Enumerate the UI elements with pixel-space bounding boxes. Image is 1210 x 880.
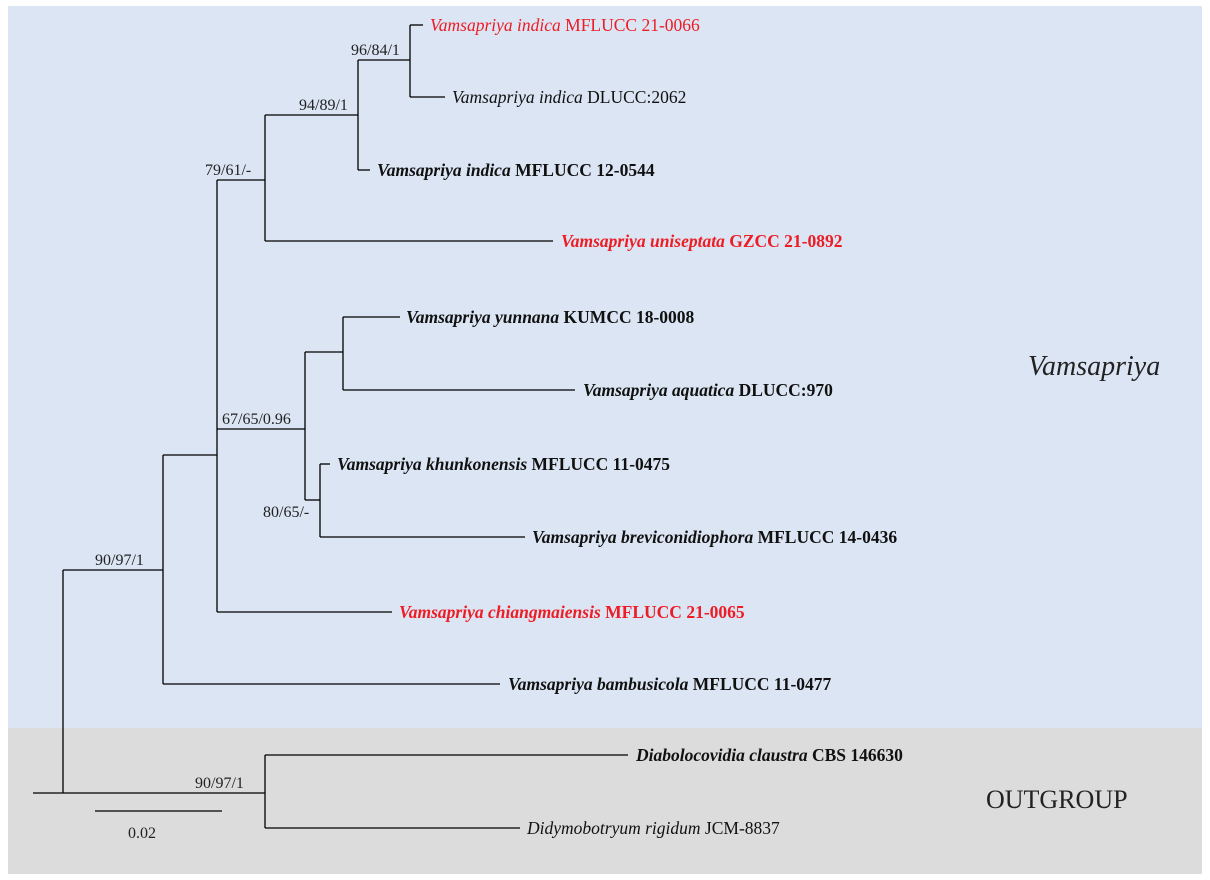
strain-id: DLUCC:970 [739,380,834,400]
strain-id: MFLUCC 21-0065 [605,602,745,622]
species-name: Vamsapriya chiangmaiensis [399,602,601,622]
outgroup-background [8,728,1202,874]
ingroup-background [8,6,1202,728]
species-name: Vamsapriya indica [452,87,583,107]
taxon-labels: Vamsapriya indica MFLUCC 21-0066 Vamsapr… [337,15,903,838]
taxon-label: Vamsapriya aquatica DLUCC:970 [583,380,833,400]
species-name: Vamsapriya breviconidiophora [532,527,753,547]
species-name: Vamsapriya indica [377,160,511,180]
species-name: Vamsapriya uniseptata [561,231,725,251]
species-name: Vamsapriya indica [430,15,561,35]
taxon-label: Vamsapriya uniseptata GZCC 21-0892 [561,231,843,251]
strain-id: CBS 146630 [812,745,903,765]
taxon-label: Vamsapriya yunnana KUMCC 18-0008 [406,307,695,327]
support-value: 80/65/- [263,504,309,521]
species-name: Diabolocovidia claustra [635,745,808,765]
support-value: 90/97/1 [195,775,244,792]
species-name: Vamsapriya bambusicola [508,674,689,694]
taxon-label: Vamsapriya khunkonensis MFLUCC 11-0475 [337,454,670,474]
taxon-label: Diabolocovidia claustra CBS 146630 [635,745,903,765]
species-name: Vamsapriya khunkonensis [337,454,527,474]
taxon-label: Vamsapriya bambusicola MFLUCC 11-0477 [508,674,832,694]
support-value: 67/65/0.96 [222,411,291,428]
strain-id: MFLUCC 14-0436 [758,527,898,547]
support-value: 79/61/- [205,162,251,179]
taxon-label: Didymobotryum rigidum JCM-8837 [526,818,780,838]
support-value: 94/89/1 [299,97,348,114]
taxon-label: Vamsapriya indica DLUCC:2062 [452,87,686,107]
ingroup-clade-label: Vamsapriya [1028,351,1160,382]
support-value: 96/84/1 [351,42,400,59]
species-name: Vamsapriya yunnana [406,307,559,327]
strain-id: MFLUCC 11-0477 [693,674,832,694]
strain-id: KUMCC 18-0008 [564,307,695,327]
taxon-label: Vamsapriya breviconidiophora MFLUCC 14-0… [532,527,897,547]
scale-bar-label: 0.02 [128,825,156,842]
strain-id: MFLUCC 11-0475 [532,454,671,474]
taxon-label: Vamsapriya indica MFLUCC 21-0066 [430,15,700,35]
strain-id: JCM-8837 [705,818,780,838]
support-value: 90/97/1 [95,552,144,569]
strain-id: GZCC 21-0892 [729,231,842,251]
tree-branches [33,24,628,829]
outgroup-clade-label: OUTGROUP [986,785,1128,814]
taxon-label: Vamsapriya indica MFLUCC 12-0544 [377,160,655,180]
species-name: Didymobotryum rigidum [526,818,701,838]
strain-id: MFLUCC 12-0544 [515,160,655,180]
species-name: Vamsapriya aquatica [583,380,734,400]
strain-id: MFLUCC 21-0066 [565,15,700,35]
taxon-label: Vamsapriya chiangmaiensis MFLUCC 21-0065 [399,602,745,622]
strain-id: DLUCC:2062 [587,87,686,107]
